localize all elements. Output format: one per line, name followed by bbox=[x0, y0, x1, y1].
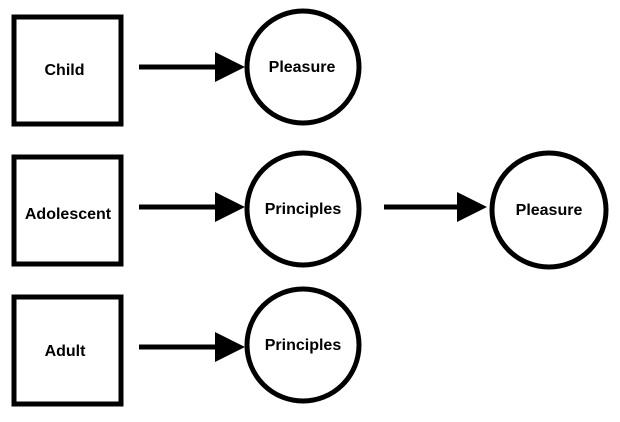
stage-label-child: Child bbox=[45, 62, 85, 79]
node-label-child-pleasure: Pleasure bbox=[269, 59, 336, 76]
node-circle-adolescent-pleasure bbox=[489, 150, 609, 270]
stage-box-adolescent bbox=[11, 154, 124, 267]
node-label-adolescent-pleasure: Pleasure bbox=[516, 202, 583, 219]
node-label-adult-principles: Principles bbox=[265, 337, 342, 354]
node-label-adolescent-principles: Principles bbox=[265, 201, 342, 218]
stage-label-adult: Adult bbox=[45, 343, 87, 360]
stage-box-adult bbox=[11, 294, 124, 407]
node-circle-adolescent-principles bbox=[244, 150, 362, 268]
node-circle-child-pleasure bbox=[244, 8, 362, 126]
stage-label-adolescent: Adolescent bbox=[25, 206, 112, 223]
stage-box-child bbox=[11, 14, 124, 127]
row-child: Child Pleasure bbox=[11, 8, 362, 127]
row-adult: Adult Principles bbox=[11, 286, 362, 407]
node-circle-adult-principles bbox=[244, 286, 362, 404]
row-adolescent: Adolescent Principles Pleasure bbox=[11, 150, 609, 270]
